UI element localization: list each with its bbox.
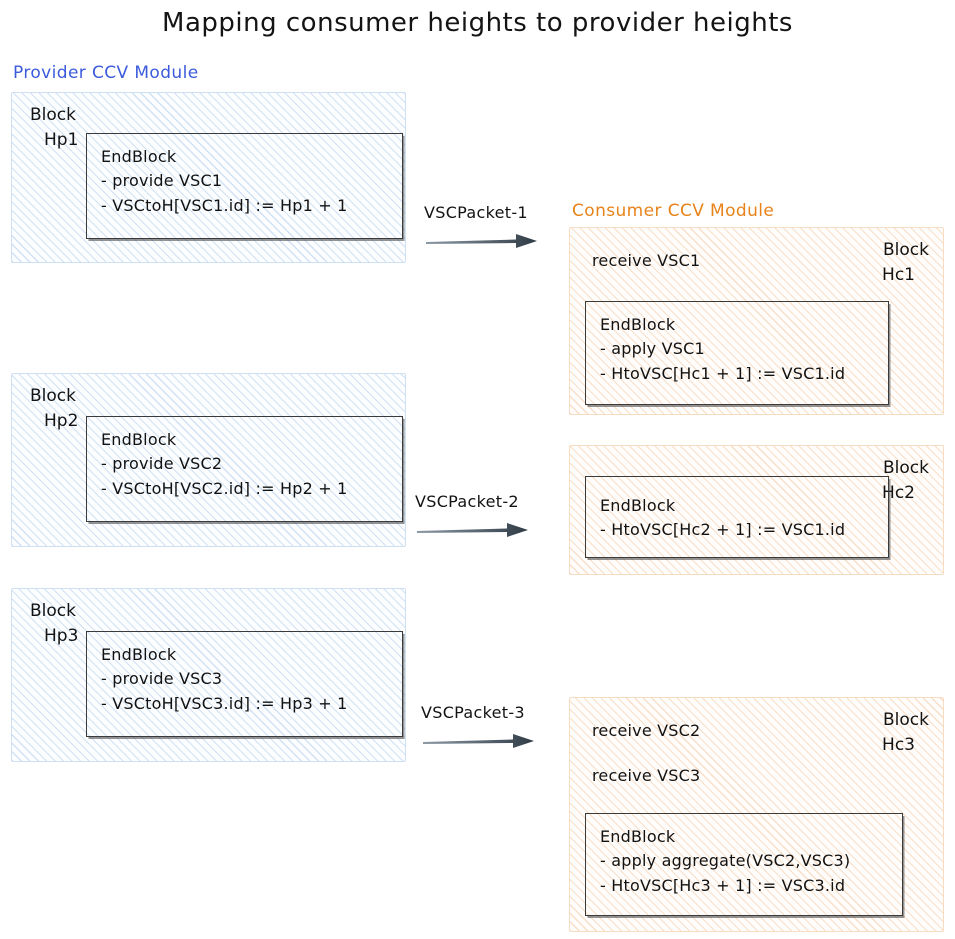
packet-vscpacket-1-label: VSCPacket-1 xyxy=(424,203,528,222)
endblock-line: - provide VSC2 xyxy=(101,454,223,474)
consumer-block-hc1-caption: Block Hc1 xyxy=(882,238,929,287)
provider-block-hp2-endblock: EndBlock - provide VSC2 - VSCtoH[VSC2.id… xyxy=(86,416,403,522)
provider-block-hp2-caption: Block Hp2 xyxy=(30,384,78,433)
provider-block-hp3-caption-line1: Block xyxy=(30,601,76,621)
arrow-right-icon xyxy=(423,734,534,748)
endblock-header: EndBlock xyxy=(600,315,676,334)
packet-vscpacket-2: VSCPacket-2 xyxy=(415,492,530,540)
consumer-block-hc3-caption: Block Hc3 xyxy=(882,708,929,757)
provider-block-hp2: Block Hp2 EndBlock - provide VSC2 - VSCt… xyxy=(11,373,406,547)
endblock-line: - apply aggregate(VSC2,VSC3) xyxy=(600,851,851,871)
provider-block-hp2-caption-line1: Block xyxy=(30,386,76,406)
consumer-block-hc2-endblock: EndBlock - HtoVSC[Hc2 + 1] := VSC1.id xyxy=(585,476,889,558)
consumer-block-hc3: Block Hc3 receive VSC2 receive VSC3 EndB… xyxy=(569,697,944,932)
endblock-header: EndBlock xyxy=(101,645,177,664)
consumer-block-hc3-endblock: EndBlock - apply aggregate(VSC2,VSC3) - … xyxy=(585,813,903,916)
consumer-block-hc1: Block Hc1 receive VSC1 EndBlock - apply … xyxy=(569,227,944,415)
consumer-block-hc2-caption-line2: Hc2 xyxy=(882,482,915,503)
provider-block-hp3-caption-line2: Hp3 xyxy=(44,625,79,646)
packet-vscpacket-2-label: VSCPacket-2 xyxy=(415,492,519,511)
consumer-block-hc3-receive-0: receive VSC2 xyxy=(592,721,701,740)
provider-block-hp3-endblock: EndBlock - provide VSC3 - VSCtoH[VSC3.id… xyxy=(86,631,403,737)
provider-block-hp3: Block Hp3 EndBlock - provide VSC3 - VSCt… xyxy=(11,588,406,762)
consumer-module-label: Consumer CCV Module xyxy=(572,201,775,221)
endblock-line: - HtoVSC[Hc2 + 1] := VSC1.id xyxy=(600,520,846,540)
endblock-header: EndBlock xyxy=(600,496,676,515)
consumer-block-hc1-endblock: EndBlock - apply VSC1 - HtoVSC[Hc1 + 1] … xyxy=(585,301,889,405)
provider-block-hp1-caption-line1: Block xyxy=(30,105,76,125)
consumer-block-hc1-caption-line1: Block xyxy=(883,240,929,260)
provider-block-hp3-caption: Block Hp3 xyxy=(30,599,78,648)
endblock-line: - VSCtoH[VSC3.id] := Hp3 + 1 xyxy=(101,693,348,713)
endblock-line: - provide VSC1 xyxy=(101,171,223,191)
endblock-line: - HtoVSC[Hc1 + 1] := VSC1.id xyxy=(600,363,846,383)
provider-block-hp1-caption: Block Hp1 xyxy=(30,103,78,152)
arrow-right-icon xyxy=(426,234,537,248)
arrow-right-icon xyxy=(417,523,528,537)
packet-vscpacket-3: VSCPacket-3 xyxy=(421,703,536,751)
endblock-header: EndBlock xyxy=(101,430,177,449)
endblock-line: - VSCtoH[VSC2.id] := Hp2 + 1 xyxy=(101,478,348,498)
packet-vscpacket-3-label: VSCPacket-3 xyxy=(421,703,525,722)
consumer-block-hc3-receive-1: receive VSC3 xyxy=(592,766,701,785)
endblock-header: EndBlock xyxy=(600,827,676,846)
provider-block-hp1: Block Hp1 EndBlock - provide VSC1 - VSCt… xyxy=(11,92,406,263)
endblock-line: - HtoVSC[Hc3 + 1] := VSC3.id xyxy=(600,875,846,895)
consumer-block-hc2: Block Hc2 EndBlock - HtoVSC[Hc2 + 1] := … xyxy=(569,445,944,575)
packet-vscpacket-1: VSCPacket-1 xyxy=(424,203,539,251)
provider-block-hp1-caption-line2: Hp1 xyxy=(44,129,79,150)
page-title: Mapping consumer heights to provider hei… xyxy=(162,8,793,38)
consumer-block-hc3-caption-line1: Block xyxy=(883,710,929,730)
provider-block-hp1-endblock: EndBlock - provide VSC1 - VSCtoH[VSC1.id… xyxy=(86,133,403,239)
consumer-block-hc2-caption: Block Hc2 xyxy=(882,456,929,505)
consumer-block-hc3-caption-line2: Hc3 xyxy=(882,734,915,755)
consumer-block-hc1-receive-0: receive VSC1 xyxy=(592,251,701,270)
consumer-block-hc1-caption-line2: Hc1 xyxy=(882,264,915,285)
endblock-header: EndBlock xyxy=(101,147,177,166)
provider-block-hp2-caption-line2: Hp2 xyxy=(44,410,79,431)
consumer-block-hc2-caption-line1: Block xyxy=(883,458,929,478)
endblock-line: - VSCtoH[VSC1.id] := Hp1 + 1 xyxy=(101,195,348,215)
endblock-line: - apply VSC1 xyxy=(600,339,705,359)
endblock-line: - provide VSC3 xyxy=(101,669,223,689)
provider-module-label: Provider CCV Module xyxy=(13,63,199,83)
